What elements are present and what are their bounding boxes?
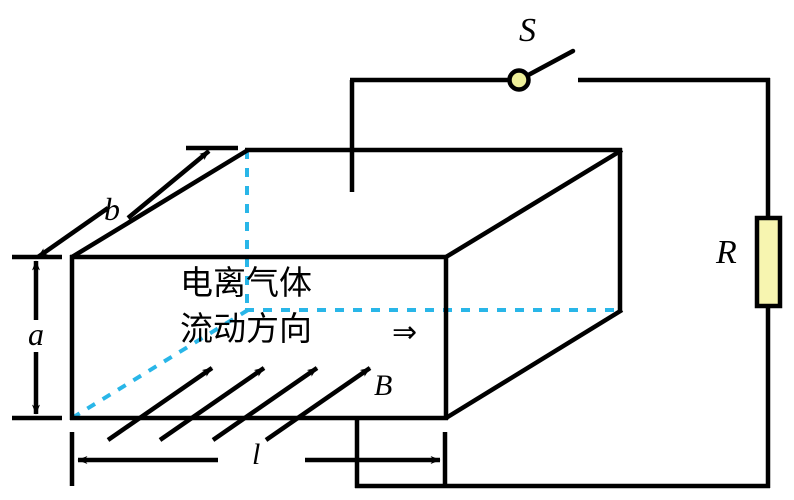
switch-label: S	[519, 12, 536, 49]
dimension-b-arrow-upright	[126, 149, 211, 220]
top-right-diagonal-edge	[444, 148, 624, 259]
bottom-right-diagonal-edge	[444, 308, 624, 420]
field-arrow-2	[158, 366, 266, 442]
field-arrow-1	[106, 366, 214, 442]
dimension-b-arrow-downleft	[36, 206, 110, 259]
dimension-a	[12, 254, 62, 421]
dimension-a-label: a	[28, 316, 44, 352]
channel-visible-edges	[69, 147, 624, 421]
dimension-b-label: b	[104, 191, 120, 227]
external-circuit	[349, 77, 771, 489]
field-arrow-4	[264, 366, 372, 442]
switch-S[interactable]	[507, 48, 576, 92]
switch-pivot-icon[interactable]	[507, 68, 531, 92]
ionized-gas-label-line1: 电离气体	[180, 263, 312, 302]
flow-direction-label-line2: 流动方向	[180, 309, 312, 348]
field-arrow-3	[211, 366, 319, 442]
resistor-label: R	[716, 234, 737, 271]
dimension-l-label: l	[252, 438, 261, 471]
magnetic-field-arrows	[106, 366, 372, 442]
dimension-l	[69, 432, 448, 486]
resistor-R	[754, 215, 783, 309]
channel-hidden-edges	[70, 150, 621, 420]
flow-direction-arrow-icon: ⇒	[392, 315, 418, 350]
top-left-diagonal-edge	[70, 148, 250, 259]
resistor-body	[754, 215, 783, 309]
magnetic-field-label: B	[374, 369, 393, 402]
dimension-b	[36, 145, 238, 259]
